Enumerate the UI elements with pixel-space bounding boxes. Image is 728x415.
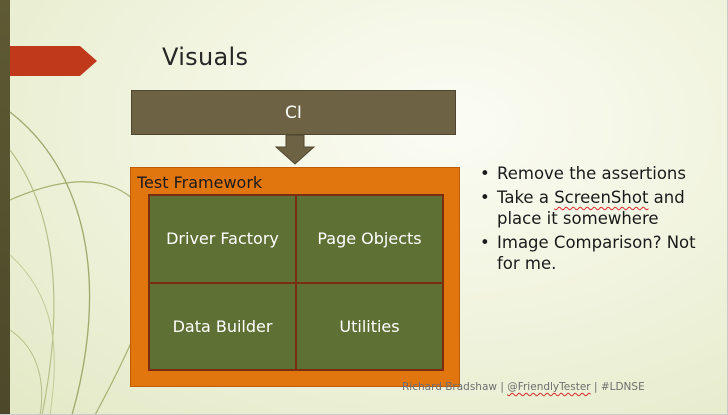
bullet-text: Remove the assertions <box>497 164 686 183</box>
spellcheck-word: ScreenShot <box>554 188 649 207</box>
page-objects-cell: Page Objects <box>296 195 443 283</box>
title-arrow-icon <box>10 46 97 76</box>
cell-label: Page Objects <box>317 229 422 249</box>
bullet-text: Image Comparison? Not for me. <box>497 233 696 273</box>
cell-label: Utilities <box>339 316 400 336</box>
framework-grid: Driver Factory Page Objects Data Builder… <box>148 194 444 371</box>
cell-label: Data Builder <box>172 316 273 336</box>
bullet-list: • Remove the assertions • Take a ScreenS… <box>480 163 720 277</box>
bullet-item: • Remove the assertions <box>480 163 720 184</box>
footer-author: Richard Bradshaw <box>402 381 497 393</box>
footer-tag: #LDNSE <box>600 381 645 393</box>
bullet-dot-icon: • <box>480 164 490 183</box>
driver-factory-cell: Driver Factory <box>149 195 296 283</box>
footer-separator: | <box>500 381 504 393</box>
bullet-dot-icon: • <box>480 233 490 252</box>
bullet-item: • Image Comparison? Not for me. <box>480 232 720 274</box>
ci-box: CI <box>131 90 456 135</box>
left-accent-bar <box>0 0 10 414</box>
test-framework-box: Test Framework Driver Factory Page Objec… <box>130 167 460 387</box>
test-framework-label: Test Framework <box>137 173 263 192</box>
bullet-item: • Take a ScreenShot and place it somewhe… <box>480 187 720 229</box>
footer-handle: @FriendlyTester <box>507 381 591 393</box>
data-builder-cell: Data Builder <box>149 282 296 370</box>
slide-footer: Richard Bradshaw | @FriendlyTester | #LD… <box>402 381 645 393</box>
footer-separator: | <box>593 381 598 393</box>
utilities-cell: Utilities <box>296 282 443 370</box>
down-arrow-icon <box>275 135 315 165</box>
decorative-curves <box>9 111 156 414</box>
slide-title: Visuals <box>162 43 249 71</box>
bullet-text: Take a <box>497 188 555 207</box>
bullet-text: and place it somewhere <box>497 188 685 228</box>
bullet-dot-icon: • <box>480 188 490 207</box>
ci-label: CI <box>285 102 302 123</box>
cell-label: Driver Factory <box>166 229 279 249</box>
